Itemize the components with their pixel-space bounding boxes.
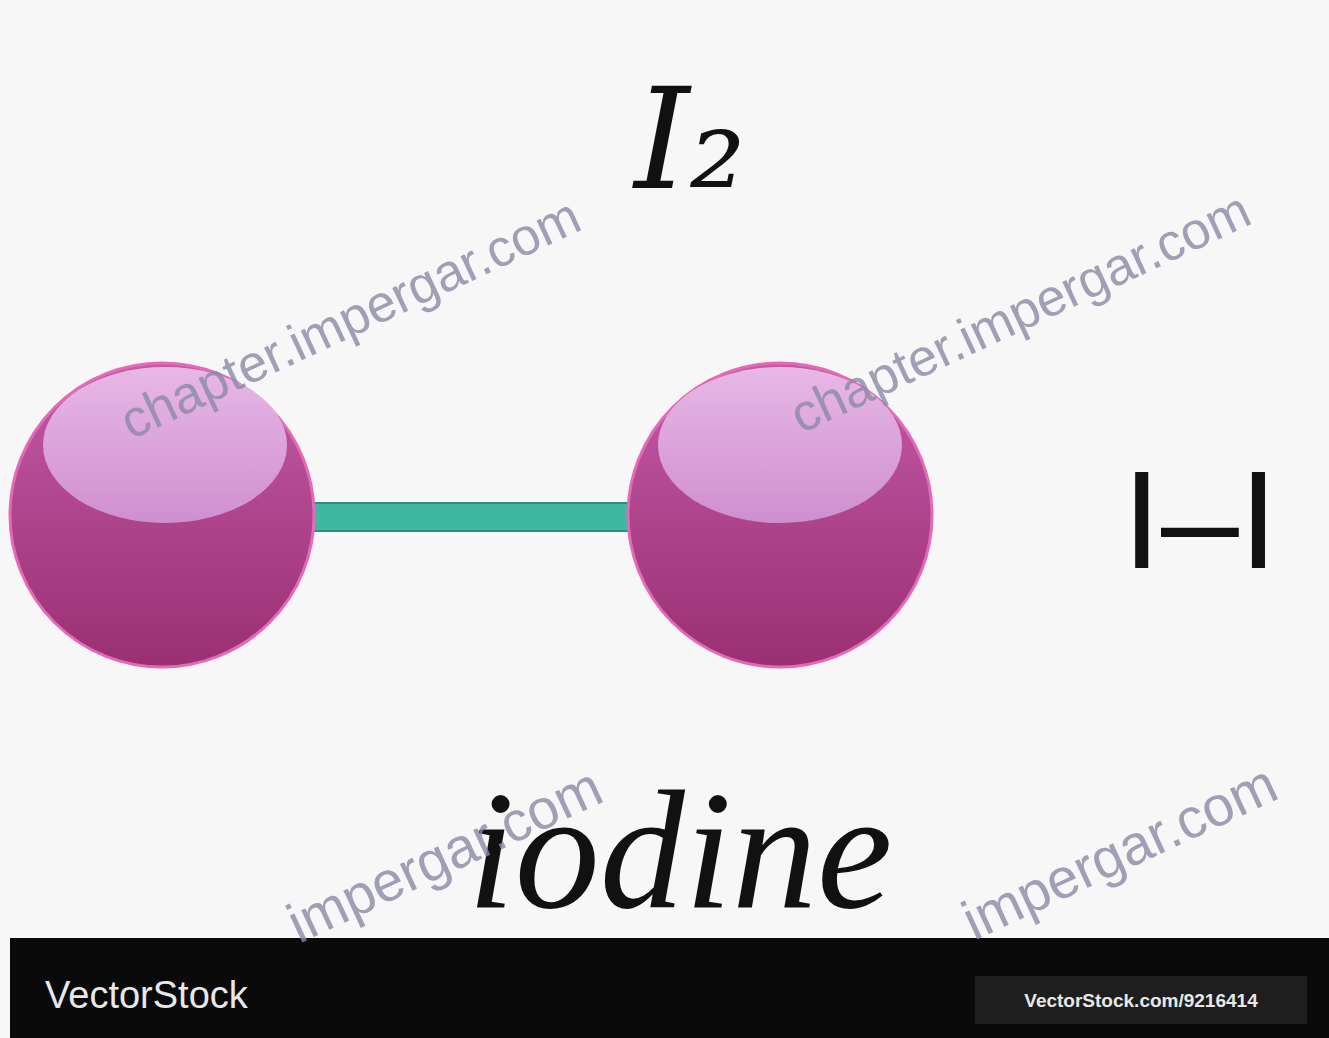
structural-formula: I–I [1122, 450, 1278, 590]
footer-bar [10, 938, 1329, 1038]
formula-title: I₂ [634, 70, 745, 210]
bond [305, 503, 637, 531]
watermark: impergar.com [954, 755, 1285, 949]
watermark: chapter.impergar.com [782, 183, 1257, 441]
iodine-atom [628, 363, 932, 667]
footer-id-box [975, 976, 1307, 1024]
brand-name: VectorStock [45, 976, 248, 1014]
watermark: chapter.impergar.com [112, 189, 587, 447]
image-id: VectorStock.com/9216414 [1024, 991, 1257, 1010]
